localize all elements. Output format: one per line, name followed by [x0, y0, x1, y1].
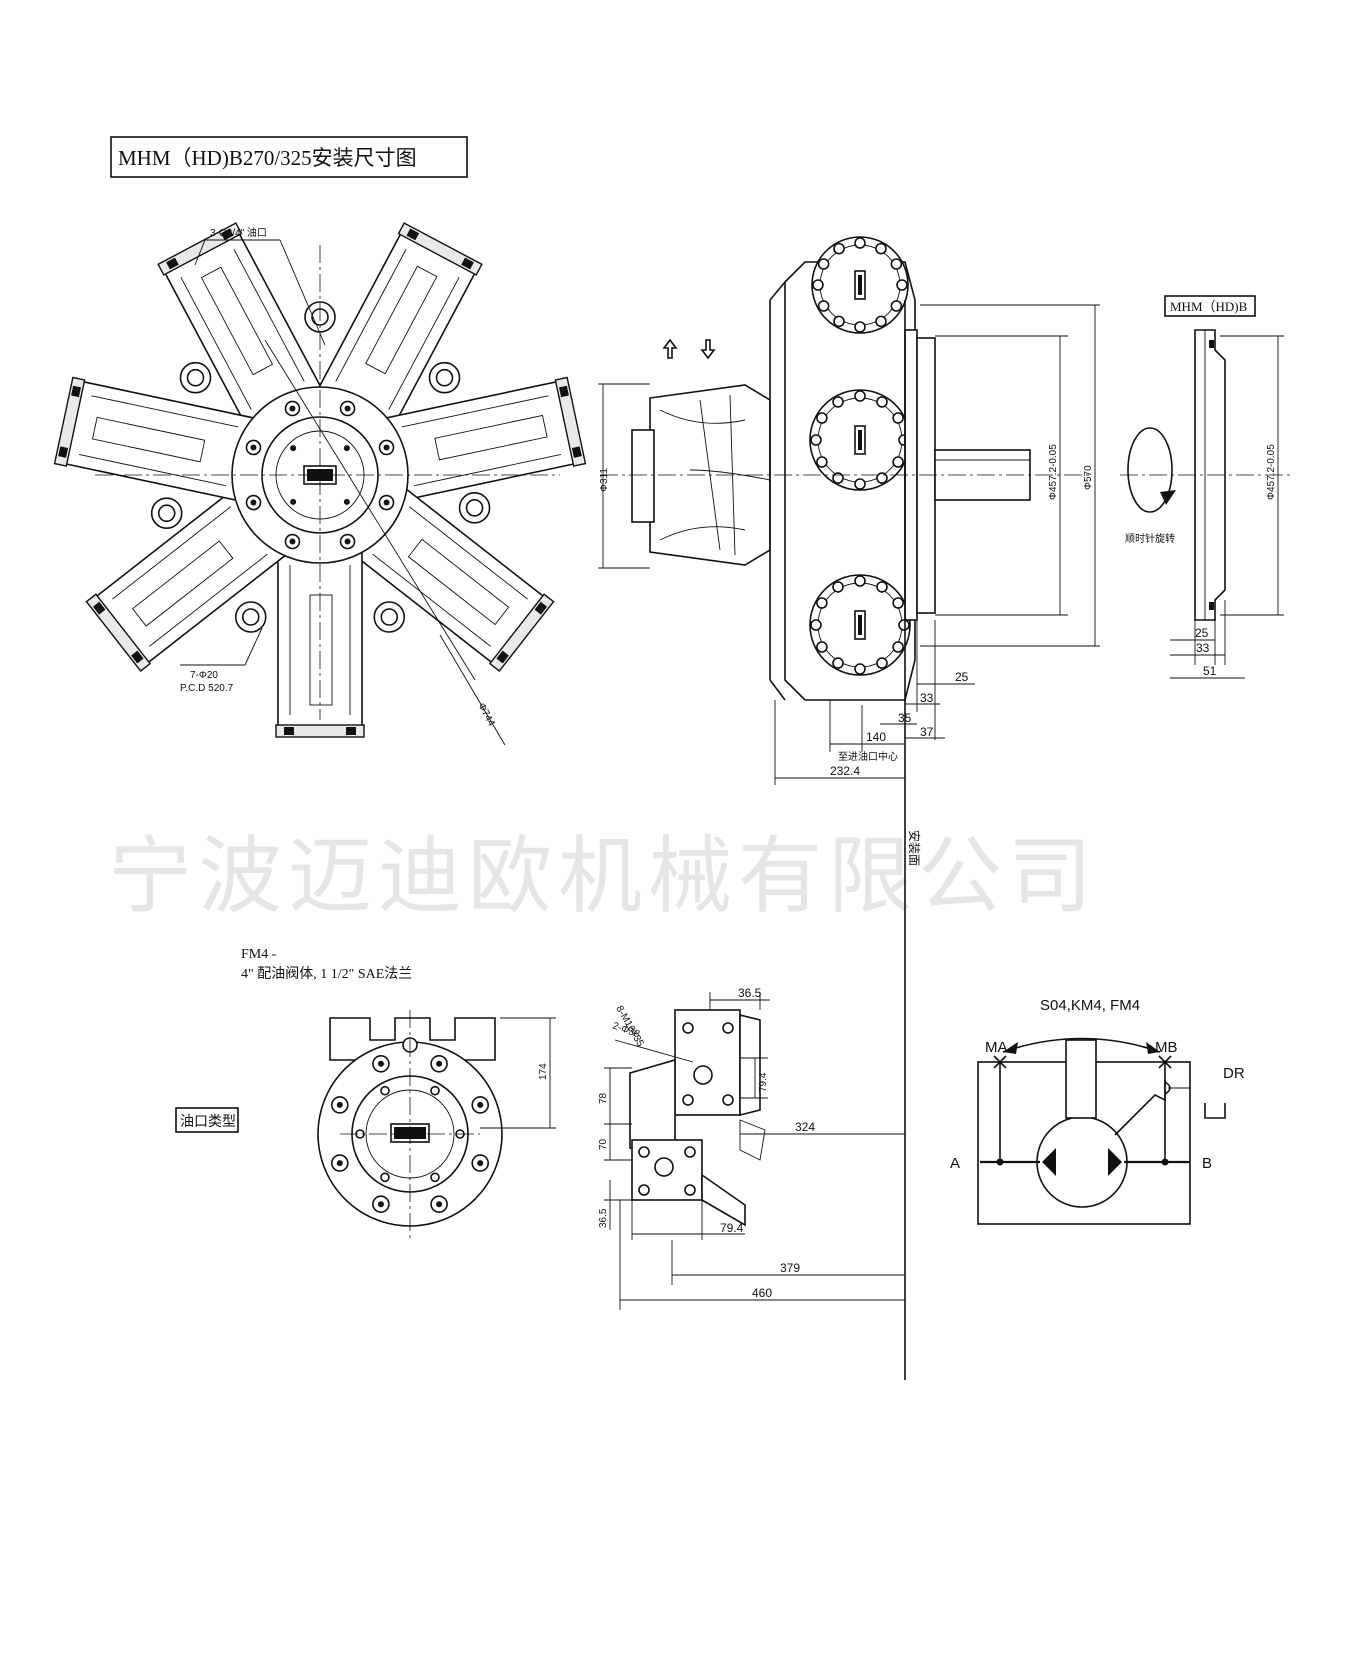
dim-dia-570: Φ570	[1083, 465, 1094, 490]
fm4-dim-365a: 36.5	[738, 986, 762, 1000]
dim-37: 37	[920, 725, 934, 739]
piston-cylinder	[378, 376, 587, 503]
piston-cylinder	[53, 376, 262, 503]
dim-dia-457: Φ457.2-0.05	[1048, 444, 1059, 500]
b-dim-51: 51	[1203, 664, 1217, 678]
b-dim-dia-457: Φ457.2-0.05	[1266, 444, 1277, 500]
cylinder-head	[809, 389, 911, 491]
diameter-744-label: Φ744	[475, 701, 496, 728]
port-ma: MA	[985, 1039, 1008, 1056]
port-a: A	[950, 1155, 960, 1172]
valve-bolt	[638, 1146, 650, 1158]
cylinder-head	[811, 236, 909, 334]
dim-33: 33	[920, 691, 934, 705]
valve-bolt	[684, 1184, 696, 1196]
port-type-label: 油口类型	[180, 1113, 236, 1129]
fm4-desc: 4" 配油阀体, 1 1/2" SAE法兰	[241, 966, 412, 982]
valve-bolt	[638, 1184, 650, 1196]
dim-140: 140	[866, 730, 886, 744]
dim-232: 232.4	[830, 764, 860, 778]
valve-bolt	[722, 1022, 734, 1034]
b-view: MHM（HD)B Φ457.2-0.05 顺时针旋转 25 33 51	[1120, 295, 1290, 679]
port-mb: MB	[1155, 1039, 1178, 1056]
piston-cylinder	[348, 483, 555, 672]
port-dr: DR	[1223, 1065, 1245, 1082]
b-view-label: MHM（HD)B	[1170, 299, 1248, 314]
fm4-dim-794a: 79.4	[758, 1072, 769, 1092]
fm4-dim-70: 70	[598, 1138, 609, 1150]
port-label: 3-G3/4" 油口	[210, 226, 267, 239]
piston-cylinder	[157, 222, 326, 434]
side-view: Φ311 Φ457.2-0.05 Φ570 25 33 35 37 140 至进…	[598, 236, 1100, 1380]
holes-label: 7-Φ20	[190, 670, 218, 681]
title-block: MHM（HD)B270/325安装尺寸图	[110, 136, 468, 178]
fm4-dim-365b: 36.5	[598, 1208, 609, 1228]
mounting-face-label: 安装面	[907, 830, 922, 866]
valve-bolt	[682, 1094, 694, 1106]
page-title: MHM（HD)B270/325安装尺寸图	[118, 146, 417, 170]
fm4-dim-379: 379	[780, 1261, 800, 1275]
center-note: 至进油口中心	[838, 750, 898, 763]
dim-25: 25	[955, 670, 969, 684]
fm4-dim-324: 324	[795, 1120, 815, 1134]
fm4-dim-794b: 79.4	[720, 1221, 744, 1235]
dim-35: 35	[898, 711, 912, 725]
cylinder-head	[809, 574, 911, 676]
front-view: 3-G3/4" 油口 7-Φ20 P.C.D 520.7 Φ744	[53, 222, 587, 746]
fm4-code: FM4 -	[241, 947, 277, 962]
piston-cylinder	[85, 483, 292, 672]
dim-dia-311: Φ311	[599, 468, 610, 492]
port-b: B	[1202, 1155, 1212, 1172]
valve-bolt	[722, 1094, 734, 1106]
schematic-title: S04,KM4, FM4	[1040, 997, 1140, 1014]
hydraulic-schematic: S04,KM4, FM4 MA MB DR A B	[950, 997, 1245, 1225]
pcd-label: P.C.D 520.7	[180, 683, 234, 694]
fm4-dim-174: 174	[538, 1063, 549, 1080]
rotation-label: 顺时针旋转	[1125, 532, 1175, 545]
b-dim-25: 25	[1195, 626, 1209, 640]
company-watermark: 宁波迈迪欧机械有限公司	[108, 827, 1098, 925]
b-dim-33: 33	[1196, 641, 1210, 655]
fm4-section: FM4 - 4" 配油阀体, 1 1/2" SAE法兰 油口类型 174	[175, 947, 905, 1310]
fm4-dim-460: 460	[752, 1286, 772, 1300]
fm4-dim-78: 78	[598, 1092, 609, 1104]
valve-bolt	[682, 1022, 694, 1034]
valve-bolt	[684, 1146, 696, 1158]
